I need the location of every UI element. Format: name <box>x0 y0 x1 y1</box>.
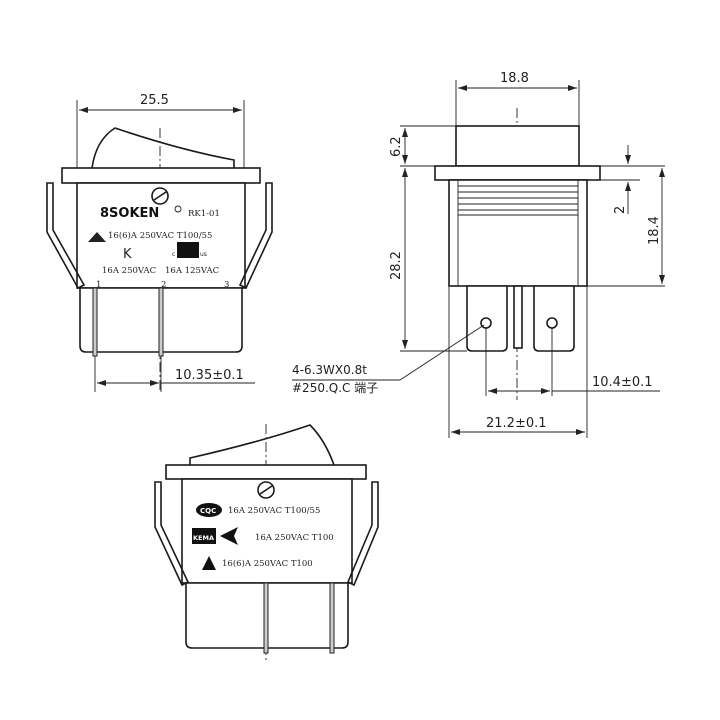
rating-line-1: 16(6)A 250VAC T100/55 <box>108 230 212 241</box>
ul-mark-icon <box>177 242 199 258</box>
pin-label-3: 3 <box>224 280 229 290</box>
ul-mark-us: us <box>200 251 207 258</box>
total-height-dim: 28.2 <box>389 251 404 280</box>
front-width-dim: 25.5 <box>140 93 169 108</box>
ul-mark-c: c <box>172 251 175 258</box>
pin-label-1: 1 <box>96 280 101 290</box>
pin-spacing-dim: 10.35±0.1 <box>175 368 244 383</box>
pin-label-2: 2 <box>161 280 166 290</box>
model-number: RK1-01 <box>188 209 220 219</box>
terminal-note-line-2: #250.Q.C 端子 <box>292 381 378 395</box>
body-height-dim: 18.4 <box>647 216 662 245</box>
rating-kema: 16A 250VAC T100 <box>255 533 334 543</box>
overall-width-dim: 21.2±0.1 <box>486 416 547 431</box>
kema-label: KEMA <box>193 534 214 542</box>
chevron-mark-icon <box>220 527 238 545</box>
flange-dim: 2 <box>613 206 628 214</box>
terminal-note-line-1: 4-6.3WX0.8t <box>292 363 367 377</box>
front-view: 25.5 8SOKEN RK1-01 16(6)A 250VAC T100/55… <box>46 93 273 392</box>
rating-kc: 16A 250VAC <box>102 266 156 276</box>
actuator-height-dim: 6.2 <box>389 136 404 157</box>
rating-ul: 16A 125VAC <box>165 266 219 276</box>
back-view: CQC 16A 250VAC T100/55 KEMA 16A 250VAC T… <box>154 424 379 660</box>
cqc-label: CQC <box>200 507 216 515</box>
side-width-dim: 18.8 <box>500 71 529 86</box>
brand-logo-icon: 8 <box>100 206 109 221</box>
cqc-mark-icon <box>196 503 222 517</box>
certification-mark-icon <box>88 232 106 242</box>
rating-cqc: 16A 250VAC T100/55 <box>228 506 320 516</box>
terminal-spacing-dim: 10.4±0.1 <box>592 375 653 390</box>
kc-mark-icon: K <box>123 247 132 262</box>
svg-text:8SOKEN: 8SOKEN <box>100 206 159 221</box>
kema-mark-icon <box>192 528 216 544</box>
brand-name: SOKEN <box>109 206 159 221</box>
delta-mark-icon <box>202 556 216 570</box>
rating-delta: 16(6)A 250VAC T100 <box>222 558 313 569</box>
side-view: 18.8 6.2 <box>292 71 665 438</box>
